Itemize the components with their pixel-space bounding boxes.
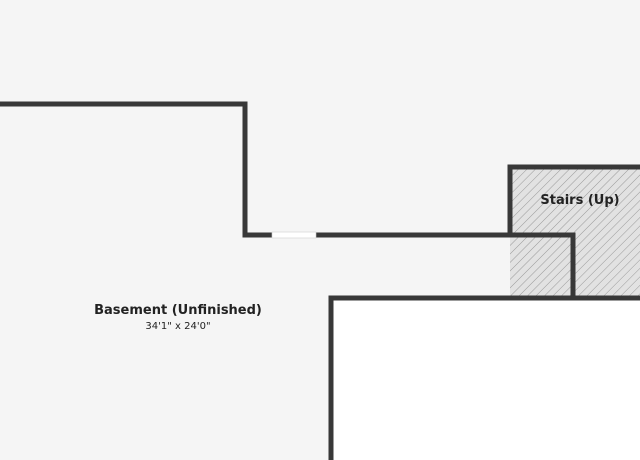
room-label-stairs: Stairs (Up) [540,193,619,208]
room-dimensions-basement: 34'1" x 24'0" [145,321,210,332]
walls [0,101,640,460]
room-label-basement: Basement (Unfinished) [94,303,262,318]
door-opening [271,231,317,239]
wall-stairs-top [507,164,640,238]
wall-upper [0,101,576,301]
exterior-region [331,298,640,460]
wall-lower [328,295,640,460]
